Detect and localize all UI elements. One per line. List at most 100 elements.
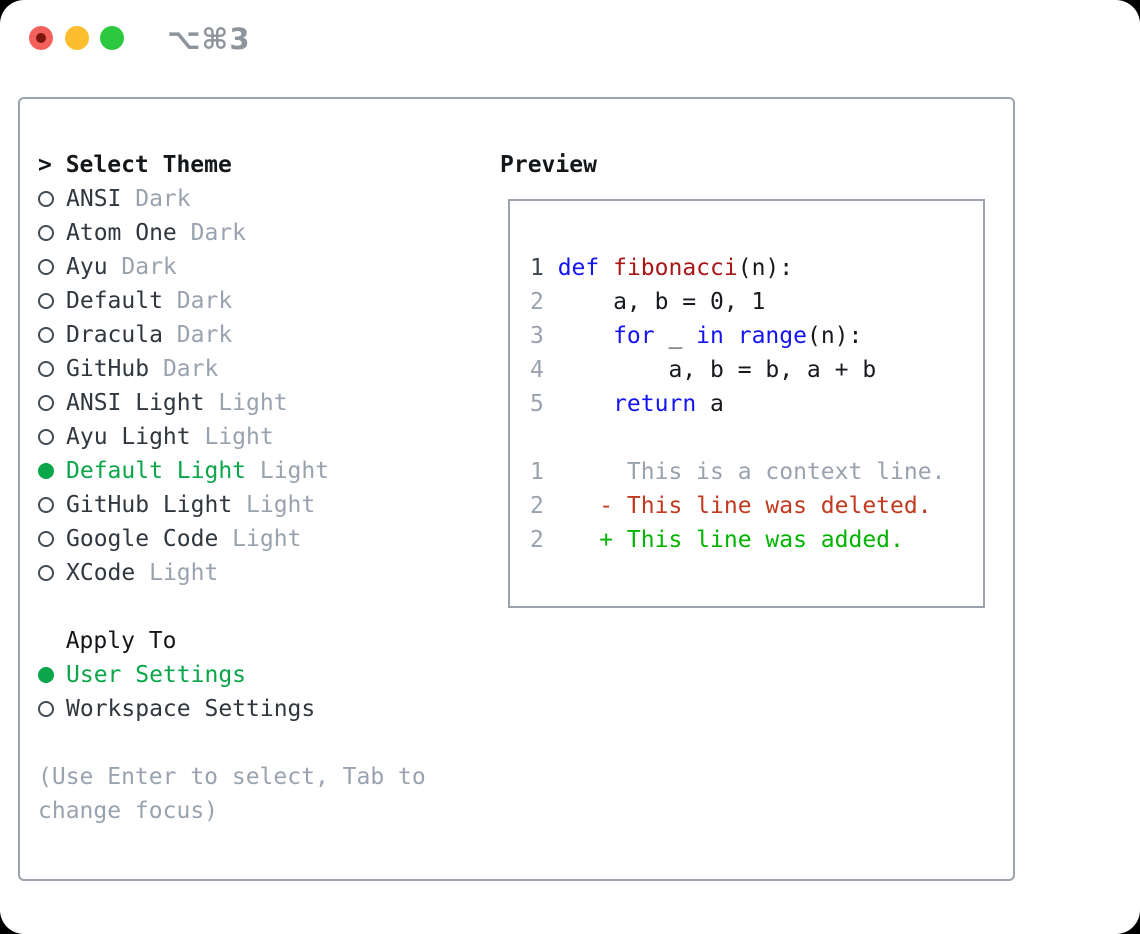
theme-option[interactable]: GitHub Dark bbox=[38, 352, 488, 386]
line-number: 1 bbox=[530, 459, 544, 485]
code-token bbox=[599, 255, 613, 281]
preview-title: Preview bbox=[500, 152, 597, 178]
code-text: + This line was added. bbox=[558, 527, 904, 553]
theme-option[interactable]: Default Dark bbox=[38, 284, 488, 318]
hint-text: (Use Enter to select, Tab to change focu… bbox=[38, 760, 488, 828]
code-token: for bbox=[613, 323, 655, 349]
code-text: def fibonacci(n): bbox=[558, 255, 793, 281]
theme-variant: Dark bbox=[135, 186, 191, 212]
code-text: for _ in range(n): bbox=[558, 323, 863, 349]
code-line: 2 a, b = 0, 1 bbox=[530, 285, 983, 319]
theme-option[interactable]: Google Code Light bbox=[38, 522, 488, 556]
code-line: 4 a, b = b, a + b bbox=[530, 353, 983, 387]
theme-option[interactable]: XCode Light bbox=[38, 556, 488, 590]
code-text: - This line was deleted. bbox=[557, 493, 932, 519]
code-token: - This line was deleted. bbox=[557, 493, 932, 519]
hint-line-2: change focus) bbox=[38, 798, 219, 824]
code-line: 5 return a bbox=[530, 387, 983, 421]
code-token: in bbox=[696, 323, 724, 349]
theme-variant: Light bbox=[149, 560, 219, 586]
code-token: + This line was added. bbox=[557, 527, 904, 553]
theme-option[interactable]: Ayu Light Light bbox=[38, 420, 488, 454]
apply-to-label: Workspace Settings bbox=[66, 696, 316, 722]
code-token bbox=[724, 323, 738, 349]
zoom-button[interactable] bbox=[100, 26, 124, 50]
theme-option[interactable]: ANSI Light Light bbox=[38, 386, 488, 420]
added-line: 2 + This line was added. bbox=[530, 523, 983, 557]
theme-variant: Light bbox=[232, 526, 302, 552]
line-number: 2 bbox=[530, 493, 544, 519]
theme-variant: Light bbox=[259, 458, 330, 484]
titlebar: ⌥⌘3 bbox=[0, 0, 1140, 96]
line-number: 5 bbox=[530, 391, 544, 417]
theme-name: GitHub Light bbox=[66, 492, 233, 518]
radio-icon bbox=[38, 531, 54, 547]
code-token: (n): bbox=[737, 255, 794, 281]
line-number: 2 bbox=[530, 527, 544, 553]
theme-name: Default Light bbox=[66, 458, 247, 484]
minimize-button[interactable] bbox=[65, 26, 89, 50]
radio-selected-icon bbox=[38, 463, 54, 479]
theme-variant: Dark bbox=[162, 356, 219, 382]
theme-name: GitHub bbox=[66, 356, 150, 382]
context-line: 1 This is a context line. bbox=[530, 455, 983, 489]
theme-name: Ayu bbox=[66, 254, 108, 280]
code-token bbox=[558, 391, 613, 417]
theme-option[interactable]: Ayu Dark bbox=[38, 250, 488, 284]
radio-icon bbox=[38, 701, 54, 717]
code-token: range bbox=[737, 323, 807, 349]
theme-option[interactable]: ANSI Dark bbox=[38, 182, 488, 216]
code-text: This is a context line. bbox=[558, 459, 946, 485]
code-token bbox=[558, 323, 613, 349]
theme-variant: Light bbox=[204, 424, 274, 450]
radio-icon bbox=[38, 361, 54, 377]
theme-name: ANSI Light bbox=[66, 390, 205, 416]
code-line: 3 for _ in range(n): bbox=[530, 319, 983, 353]
blank-line bbox=[530, 421, 983, 455]
theme-name: XCode bbox=[66, 560, 136, 586]
line-number: 1 bbox=[530, 255, 544, 281]
theme-option[interactable]: Default Light Light bbox=[38, 454, 488, 488]
theme-variant: Dark bbox=[176, 322, 233, 348]
theme-variant: Light bbox=[218, 390, 288, 416]
theme-name: Ayu Light bbox=[66, 424, 191, 450]
code-line: 1 def fibonacci(n): bbox=[530, 251, 983, 285]
select-theme-title-text: Select Theme bbox=[65, 152, 232, 178]
apply-to-option[interactable]: Workspace Settings bbox=[38, 692, 488, 726]
radio-icon bbox=[38, 395, 54, 411]
theme-option[interactable]: Atom One Dark bbox=[38, 216, 488, 250]
radio-icon bbox=[38, 259, 54, 275]
radio-icon bbox=[38, 429, 54, 445]
close-button-dot-icon bbox=[36, 33, 46, 43]
radio-icon bbox=[38, 191, 54, 207]
select-theme-title: > Select Theme bbox=[38, 148, 488, 182]
caret-icon: > bbox=[38, 152, 52, 178]
code-token: (n): bbox=[806, 323, 863, 349]
radio-icon bbox=[38, 293, 54, 309]
theme-name: Atom One bbox=[66, 220, 177, 246]
close-button[interactable] bbox=[29, 26, 53, 50]
theme-variant: Dark bbox=[190, 220, 247, 246]
theme-name: Default bbox=[66, 288, 163, 314]
code-text: a, b = b, a + b bbox=[557, 357, 877, 383]
theme-variant: Dark bbox=[176, 288, 233, 314]
theme-name: Google Code bbox=[66, 526, 219, 552]
apply-to-title: Apply To bbox=[65, 628, 177, 654]
radio-icon bbox=[38, 497, 54, 513]
line-number: 2 bbox=[530, 289, 544, 315]
theme-variant: Dark bbox=[121, 254, 177, 280]
apply-to-option[interactable]: User Settings bbox=[38, 658, 488, 692]
theme-name: ANSI bbox=[66, 186, 122, 212]
code-token: a, b = 0, 1 bbox=[557, 289, 766, 315]
code-token: This is a context line. bbox=[557, 459, 946, 485]
code-token: def bbox=[557, 255, 600, 281]
radio-icon bbox=[38, 565, 54, 581]
code-token: a bbox=[696, 391, 724, 417]
code-token: a, b = b, a + b bbox=[557, 357, 877, 383]
